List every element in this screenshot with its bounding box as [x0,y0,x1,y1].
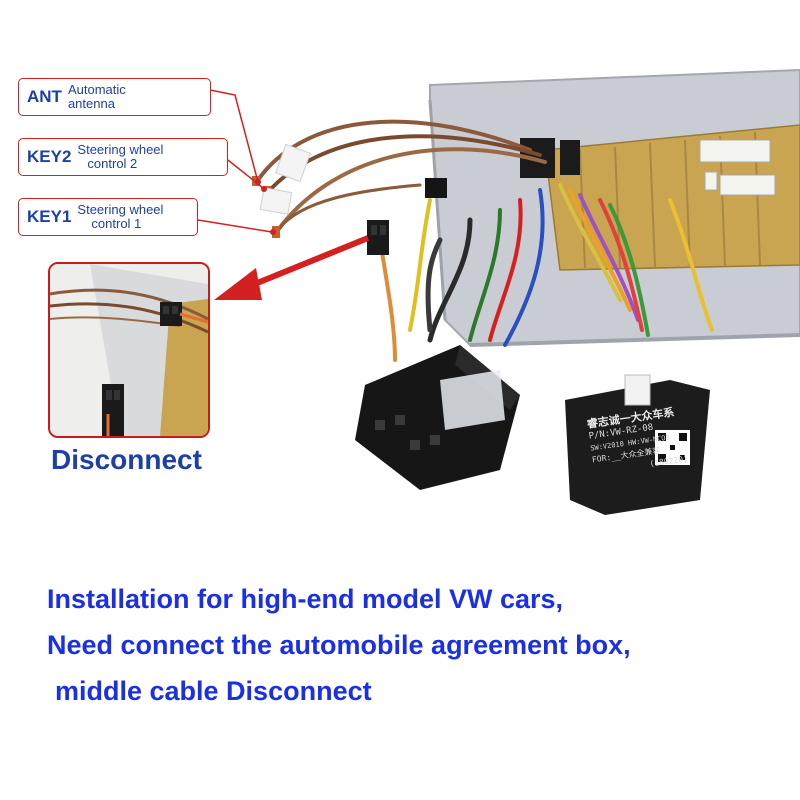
product-photo [252,68,800,515]
disconnect-arrow [238,235,370,293]
port-connector-1 [699,139,771,163]
callout-line2: antenna [67,96,115,111]
callout-line1: Automatic [67,82,126,97]
callout-key: ANT [27,87,62,106]
callout-line1: Steering wheel [77,202,164,217]
callout-key: KEY1 [27,207,72,226]
caption-line-3: middle cable Disconnect [55,676,372,706]
zoom-inset [48,262,210,438]
callout-key: KEY2 [27,147,72,166]
callout-key1: KEY1 Steering wheel control 1 [18,198,198,236]
callout-line1: Steering wheel [77,142,164,157]
inset-photo [50,264,208,436]
caption-line-2: Need connect the automobile agreement bo… [47,630,631,660]
callout-line2: control 1 [91,216,142,231]
callout-key2: KEY2 Steering wheel control 2 [18,138,228,176]
decoder-box [565,380,710,515]
disconnect-label: Disconnect [51,444,202,475]
callout-line2: control 2 [87,156,138,171]
callout-leaders [197,89,370,300]
callout-ant: ANT Automatic antenna [18,78,211,116]
caption-line-1: Installation for high-end model VW cars, [47,584,564,614]
port-connector-2 [719,174,776,196]
